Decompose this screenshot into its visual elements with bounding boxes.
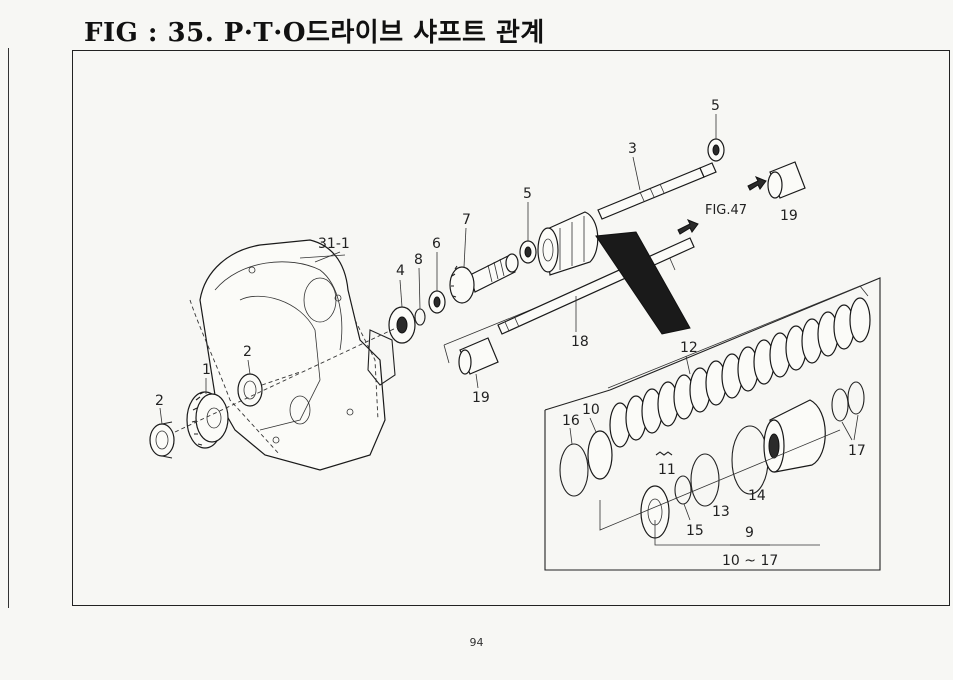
- callout-4: 4: [396, 263, 405, 279]
- callout-17: 17: [848, 443, 866, 459]
- page-number: 94: [469, 636, 484, 649]
- gear-1: [186, 391, 229, 449]
- bearing-6: [428, 290, 446, 314]
- callout-range: 10 ~ 17: [722, 553, 778, 569]
- callout-2-upper: 2: [243, 344, 252, 360]
- plate-10: [587, 430, 613, 480]
- clutch-pack-box: [544, 277, 881, 571]
- snap-ring-8: [414, 308, 426, 326]
- seal-17-pair: [831, 381, 865, 422]
- fig47-reference: FIG.47: [705, 203, 747, 218]
- callout-1: 1: [202, 362, 211, 378]
- snap-ring-16: [559, 443, 589, 497]
- bearing-4: [388, 306, 416, 344]
- callout-15: 15: [686, 523, 704, 539]
- callout-12: 12: [680, 340, 698, 356]
- callout-18: 18: [571, 334, 589, 350]
- arrow-icon-fig47: [677, 219, 699, 235]
- callout-10: 10: [582, 402, 600, 418]
- housing-31-1: [189, 239, 396, 471]
- bracket-12: [607, 285, 869, 389]
- callout-6: 6: [432, 236, 441, 252]
- coupler-19-right: [767, 161, 806, 199]
- callout-19-right: 19: [780, 208, 798, 224]
- arrow-icon-coupler: [747, 176, 767, 191]
- callout-2-lower: 2: [155, 393, 164, 409]
- axis-line: [174, 326, 399, 433]
- diagram-frame: [72, 50, 950, 606]
- callout-5-top: 5: [711, 98, 720, 114]
- clutch-hub: [763, 399, 826, 473]
- seal-15: [674, 475, 692, 505]
- clutch-drum: [537, 211, 599, 276]
- bracket-9: [654, 520, 820, 546]
- bearing-5-top: [707, 138, 725, 162]
- callout-19-left: 19: [472, 390, 490, 406]
- callout-31-1: 31-1: [318, 236, 350, 252]
- callout-8: 8: [414, 252, 423, 268]
- clutch-disc-stack: [609, 297, 871, 448]
- page-title: FIG : 35. P·T·O드라이브 샤프트 관계: [84, 18, 545, 48]
- gear-7: [449, 253, 519, 304]
- bracket-9-upper: [599, 429, 841, 531]
- bearing-5-middle: [519, 240, 537, 264]
- callout-13: 13: [712, 504, 730, 520]
- callout-3: 3: [628, 141, 637, 157]
- bearing-2-upper: [237, 373, 263, 407]
- left-margin-rule: [0, 48, 9, 608]
- callout-11: 11: [658, 462, 676, 478]
- seal-13: [690, 453, 720, 507]
- bearing-2-lower: [149, 421, 175, 459]
- seal-14: [731, 425, 769, 495]
- callout-5-middle: 5: [523, 186, 532, 202]
- callout-7: 7: [462, 212, 471, 228]
- callout-16: 16: [562, 413, 580, 429]
- callout-9: 9: [745, 525, 754, 541]
- shaft-3: [597, 162, 717, 220]
- callout-14: 14: [748, 488, 766, 504]
- spring-11: [655, 451, 673, 456]
- callout-wedge: [595, 231, 691, 335]
